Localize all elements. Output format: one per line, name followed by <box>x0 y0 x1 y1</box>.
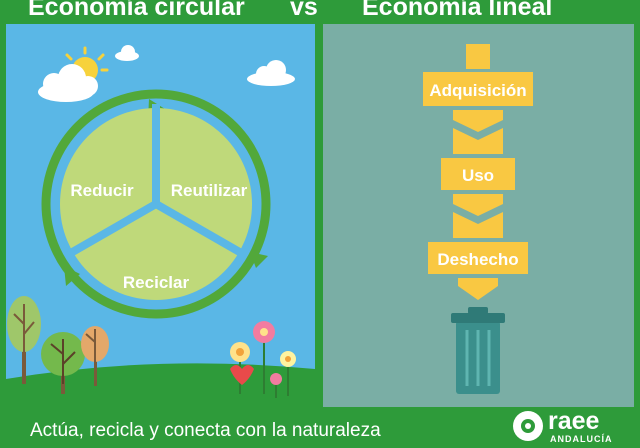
cycle-segments <box>60 104 252 300</box>
cloud-icon-tiny <box>115 45 139 61</box>
trash-bin-icon <box>451 307 505 394</box>
raee-logo-icon <box>513 411 543 441</box>
footer-tagline: Actúa, recicla y conecta con la naturale… <box>30 420 381 441</box>
right-title: Economía lineal <box>362 0 553 21</box>
flowers-icon <box>230 321 296 398</box>
step-disposal-label: Deshecho <box>437 250 518 269</box>
logo-subtitle: ANDALUCÍA <box>550 434 613 444</box>
tree-icon <box>81 326 109 386</box>
segment-reduce-label: Reducir <box>70 181 134 200</box>
tree-icon <box>7 296 41 384</box>
step-acquisition-label: Adquisición <box>429 81 526 100</box>
logo-name: raee <box>548 407 600 435</box>
circular-economy-panel: Reducir Reutilizar Reciclar <box>6 24 315 407</box>
segment-reuse-label: Reutilizar <box>171 181 248 200</box>
step-use-label: Uso <box>462 166 494 185</box>
segment-recycle-label: Reciclar <box>123 273 190 292</box>
tree-icon <box>41 332 85 394</box>
vs-label: vs <box>290 0 318 21</box>
cloud-icon <box>38 64 98 102</box>
left-title: Economía circular <box>28 0 245 21</box>
linear-economy-panel: Adquisición Uso Deshecho <box>323 24 634 407</box>
cloud-icon-small <box>247 60 295 86</box>
linear-flow-arrow <box>423 44 533 300</box>
